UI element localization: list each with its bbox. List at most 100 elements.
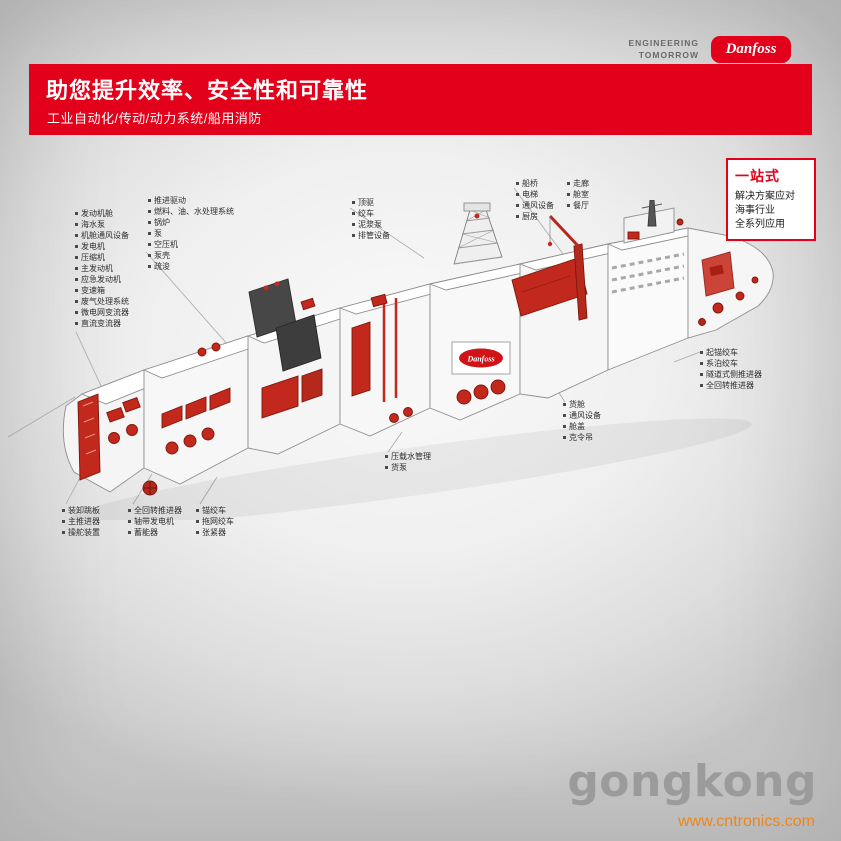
label-item: 隧道式侧推进器 [700,369,762,380]
label-text: 泵壳 [154,251,170,260]
mast [647,200,657,227]
label-text: 泵 [154,229,162,238]
label-item: 发电机 [75,241,129,252]
label-item: 厨房 [516,211,554,222]
label-item: 系泊绞车 [700,358,762,369]
label-text: 发电机 [81,242,105,251]
label-item: 泥浆泵 [352,219,390,230]
bullet-icon [567,182,570,185]
bullet-icon [385,466,388,469]
label-item: 蓄能器 [128,527,182,538]
label-item: 货舱 [563,399,601,410]
label-text: 压载水管理 [391,452,431,461]
window-row [611,276,685,294]
crane-mast [573,243,588,321]
label-text: 排管设备 [358,231,390,240]
danfoss-logo-text: Danfoss [725,41,777,57]
bullet-icon [75,322,78,325]
bullet-icon [148,199,151,202]
label-text: 货舱 [569,400,585,409]
bullet-icon [700,384,703,387]
label-text: 应急发动机 [81,275,121,284]
label-text: 装卸跳板 [68,506,100,515]
label-item: 锚绞车 [196,505,234,516]
derrick-section: Danfoss [428,202,538,421]
label-item: 餐厅 [567,200,589,211]
label-item: 顶驱 [352,197,390,208]
label-item: 舱盖 [563,421,601,432]
label-text: 海水泵 [81,220,105,229]
label-item: 锅炉 [148,217,234,228]
ship-danfoss-logo: Danfoss [466,355,494,364]
label-item: 电梯 [516,189,554,200]
bullet-icon [516,182,519,185]
label-text: 电梯 [522,190,538,199]
bullet-icon [75,289,78,292]
label-item: 通风设备 [563,410,601,421]
label-item: 绞车 [352,208,390,219]
ship-illustration: Danfoss [62,200,774,520]
label-text: 燃料、油、水处理系统 [154,207,234,216]
label-item: 推进驱动 [148,195,234,206]
bullet-icon [196,520,199,523]
label-text: 船桥 [522,179,538,188]
bullet-icon [196,531,199,534]
label-text: 起锚绞车 [706,348,738,357]
label-text: 微电网变流器 [81,308,129,317]
one-stop-infobox: 一站式 解决方案应对 海事行业 全系列应用 [726,158,816,241]
bullet-icon [75,300,78,303]
tagline-line1: ENGINEERING [628,38,699,49]
label-item: 拖网绞车 [196,516,234,527]
label-item: 微电网变流器 [75,307,129,318]
label-group-drilling: 顶驱绞车泥浆泵排管设备 [352,197,390,241]
bullet-icon [516,215,519,218]
danfoss-logo: Danfoss [711,36,791,63]
bullet-icon [128,509,131,512]
label-group-accommodation-right: 走廊舱室餐厅 [567,178,589,211]
bullet-icon [62,531,65,534]
window-row [611,252,685,270]
bullet-icon [563,414,566,417]
infobox-title: 一站式 [735,168,780,184]
bullet-icon [352,234,355,237]
label-text: 蓄能器 [134,528,158,537]
label-item: 变速箱 [75,285,129,296]
label-text: 系泊绞车 [706,359,738,368]
label-item: 船桥 [516,178,554,189]
ship-shadow [68,418,752,520]
label-text: 全回转推进器 [706,381,754,390]
label-text: 通风设备 [522,201,554,210]
label-text: 通风设备 [569,411,601,420]
crane-section [511,214,626,399]
label-group-cargo: 货舱通风设备舱盖克令吊 [563,399,601,443]
label-text: 舱盖 [569,422,585,431]
label-item: 全回转推进器 [128,505,182,516]
label-item: 走廊 [567,178,589,189]
label-item: 废气处理系统 [75,296,129,307]
bullet-icon [75,223,78,226]
label-group-ballast: 压载水管理货泵 [385,451,431,473]
bullet-icon [75,267,78,270]
infobox-line: 全系列应用 [735,219,785,230]
label-item: 克令吊 [563,432,601,443]
label-item: 主发动机 [75,263,129,274]
ballast-section [338,283,448,437]
label-item: 直流变流器 [75,318,129,329]
bullet-icon [700,362,703,365]
label-text: 绞车 [358,209,374,218]
bullet-icon [75,212,78,215]
label-item: 通风设备 [516,200,554,211]
label-group-propulsion: 推进驱动燃料、油、水处理系统锅炉泵空压机泵壳疏浚 [148,195,234,272]
label-item: 全回转推进器 [700,380,762,391]
label-item: 海水泵 [75,219,129,230]
bullet-icon [148,221,151,224]
bullet-icon [563,425,566,428]
label-text: 发动机舱 [81,209,113,218]
label-item: 排管设备 [352,230,390,241]
label-text: 厨房 [522,212,538,221]
label-item: 应急发动机 [75,274,129,285]
label-text: 走廊 [573,179,589,188]
label-text: 操舵装置 [68,528,100,537]
bullet-icon [148,210,151,213]
funnel-section [246,278,358,455]
